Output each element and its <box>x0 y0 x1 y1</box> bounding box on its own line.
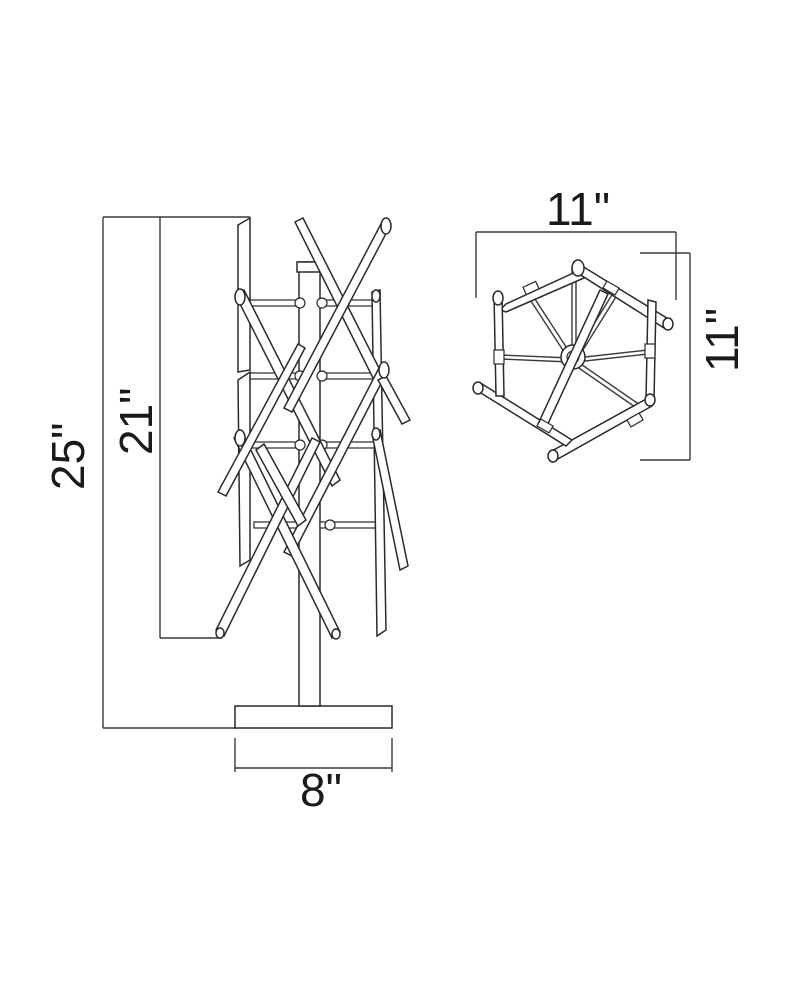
lamp-base <box>234 705 393 729</box>
overall-height-dimension <box>102 216 250 729</box>
fixture-height-label: 21" <box>110 388 162 456</box>
top-view-rods <box>472 259 674 463</box>
top-depth-dimension <box>640 252 691 461</box>
fixture-height-dimension <box>159 217 222 639</box>
base-width-label: 8" <box>300 764 342 816</box>
lamp-stem <box>298 261 321 707</box>
lamp-side-view <box>215 216 412 729</box>
overall-height-label: 25" <box>42 423 94 491</box>
base-width-dimension <box>234 738 393 772</box>
top-depth-label: 11" <box>696 308 748 372</box>
top-width-dimension <box>475 231 677 300</box>
lamp-rods <box>215 216 412 640</box>
lamp-top-view <box>472 259 674 463</box>
top-width-label: 11" <box>546 183 610 235</box>
